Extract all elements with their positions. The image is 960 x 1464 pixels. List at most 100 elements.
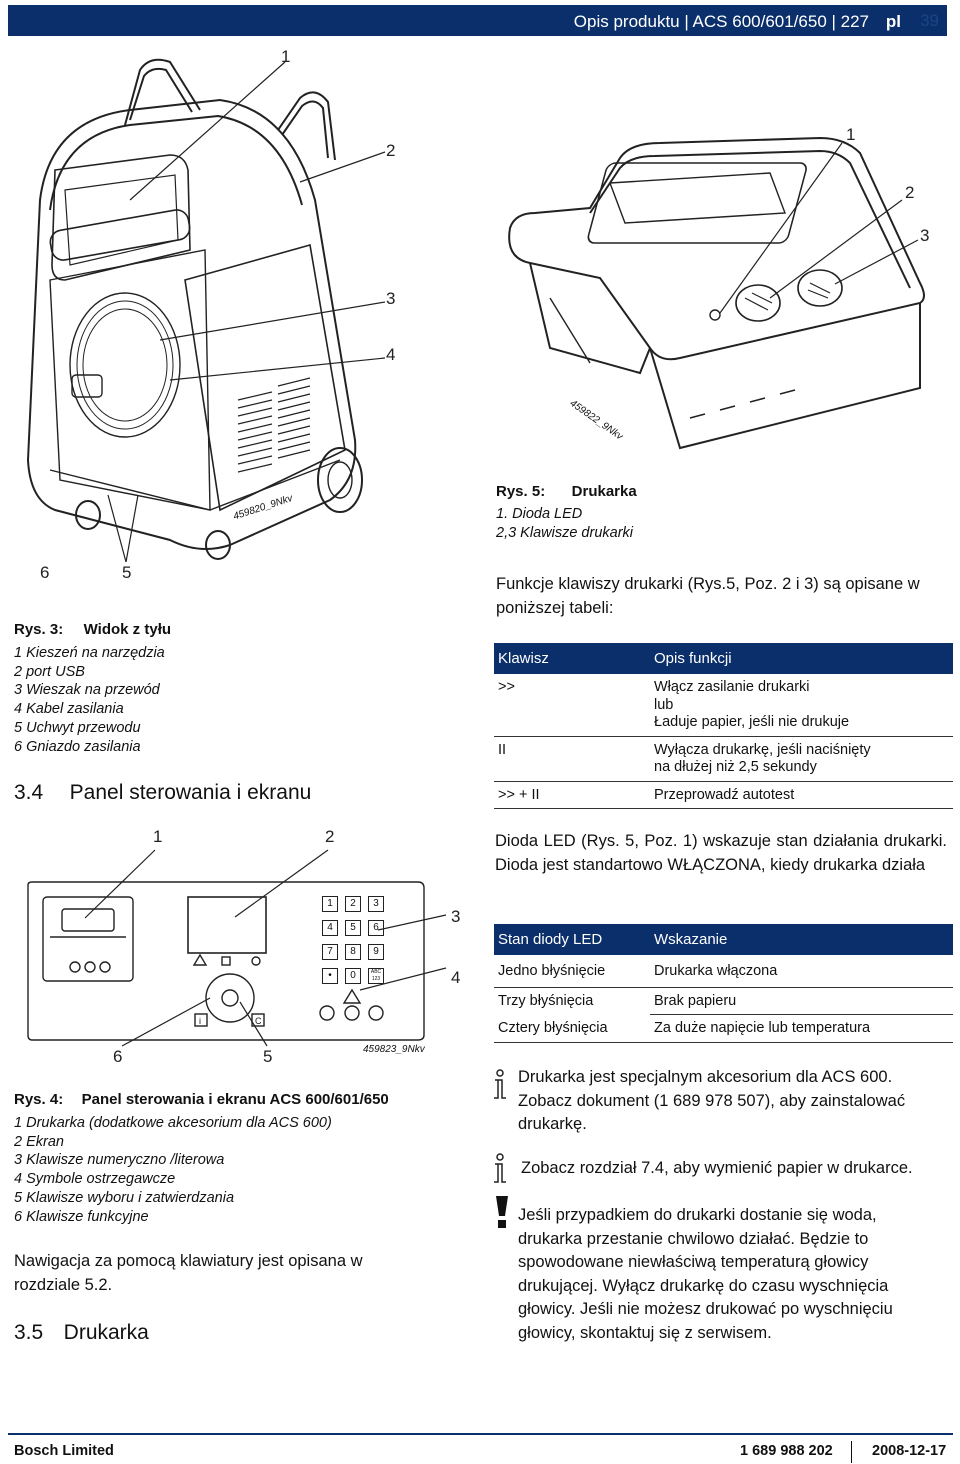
rear-view-illustration	[26, 58, 386, 563]
numeric-keypad: 1 2 3 4 5 6 7 8 9 • 0 ABC 123	[322, 896, 384, 984]
info-icon	[494, 1153, 506, 1183]
section-title: Panel sterowania i ekranu	[69, 781, 312, 804]
table-cell-meaning: Za duże napięcie lub temperatura	[650, 1014, 953, 1043]
footer-company: Bosch Limited	[14, 1443, 114, 1459]
fig5-callout-2: 2	[905, 183, 915, 202]
table-header: Klawisz	[494, 643, 650, 674]
key-4: 4	[322, 920, 338, 936]
table-header: Opis funkcji	[650, 643, 953, 674]
key-9: 9	[368, 944, 384, 960]
footer-date: 2008-12-17	[872, 1443, 947, 1459]
section-number: 3.4	[14, 781, 44, 804]
table-header: Stan diody LED	[494, 924, 650, 955]
table-cell-state: Trzy błyśnięcia	[498, 992, 594, 1009]
printer-illustration	[508, 136, 925, 450]
page-number: 39	[920, 11, 939, 30]
svg-text:i: i	[199, 1016, 201, 1026]
warning-exclamation-icon	[496, 1196, 508, 1228]
legend-item: 1. Dioda LED	[496, 506, 583, 522]
fig3-callout-4: 4	[386, 345, 396, 364]
legend-item: 2,3 Klawisze drukarki	[496, 524, 633, 541]
table-cell-state: Jedno błyśnięcie	[494, 955, 650, 988]
fig4-callout-2: 2	[325, 827, 335, 846]
section-3-4-heading: 3.4 Panel sterowania i ekranu	[14, 781, 311, 805]
header-title: Opis produktu | ACS 600/601/650 | 227	[573, 12, 869, 31]
fig3-callout-5: 5	[122, 563, 132, 582]
fig3-callout-2: 2	[386, 141, 396, 160]
section-number: 3.5	[14, 1321, 44, 1344]
led-status-table: Stan diody LED Wskazanie Jedno błyśnięci…	[494, 924, 953, 1043]
svg-text:C: C	[255, 1016, 262, 1026]
footer-separator	[851, 1441, 852, 1463]
header-language: pl	[885, 12, 901, 31]
table-cell-meaning: Drukarka włączona	[650, 955, 953, 988]
fig3-caption-label: Rys. 3:	[14, 621, 64, 638]
legend-item: 2 port USB	[14, 663, 85, 680]
fig3-callout-6: 6	[40, 563, 50, 582]
table-cell-meaning: Brak papieru	[650, 987, 953, 1015]
fig4-code: 459823_9Nkv	[363, 1044, 425, 1055]
fig4-legend: 1 Drukarka (dodatkowe akcesorium dla ACS…	[14, 1114, 332, 1226]
fig4-callout-1: 1	[153, 827, 163, 846]
fig4-caption: Rys. 4: Panel sterowania i ekranu ACS 60…	[14, 1091, 389, 1109]
footer-doc-number: 1 689 988 202	[740, 1443, 833, 1459]
fig5-callout-3: 3	[920, 226, 930, 245]
key-dot: •	[322, 968, 338, 984]
key-5: 5	[345, 920, 361, 936]
fig3-callout-1: 1	[281, 47, 291, 66]
footer-divider	[8, 1433, 953, 1435]
fig5-caption-label: Rys. 5:	[496, 483, 546, 500]
table-cell-desc: Włącz zasilanie drukarki lub Ładuje papi…	[650, 674, 953, 737]
table-cell-state: Cztery błyśnięcia	[494, 1014, 650, 1043]
legend-item: 5 Uchwyt przewodu	[14, 719, 141, 736]
table-cell-key: >> + II	[494, 781, 650, 809]
legend-item: 3 Wieszak na przewód	[14, 682, 160, 699]
fig3-caption-title: Widok z tyłu	[83, 621, 172, 638]
fig3-legend: 1 Kieszeń na narzędzia 2 port USB 3 Wies…	[14, 644, 165, 756]
legend-item: 4 Kabel zasilania	[14, 701, 124, 718]
table-row: Jedno błyśnięcie Drukarka włączona	[494, 955, 953, 988]
fig3-callout-3: 3	[386, 289, 396, 308]
fig4-callout-6: 6	[113, 1047, 123, 1066]
key-1: 1	[322, 896, 338, 912]
key-7: 7	[322, 944, 338, 960]
legend-item: 1 Kieszeń na narzędzia	[14, 645, 165, 661]
printer-intro-text: Funkcje klawiszy drukarki (Rys.5, Poz. 2…	[496, 575, 920, 617]
legend-item: 6 Klawisze funkcyjne	[14, 1208, 149, 1225]
legend-item: 1 Drukarka (dodatkowe akcesorium dla ACS…	[14, 1115, 332, 1131]
table-cell-desc: Wyłącza drukarkę, jeśli naciśnięty na dł…	[650, 736, 953, 782]
fig4-callout-5: 5	[263, 1047, 273, 1066]
fig5-caption-title: Drukarka	[571, 483, 637, 500]
fig4-callout-3: 3	[451, 907, 461, 926]
fig3-caption: Rys. 3: Widok z tyłu	[14, 621, 171, 639]
note-water-warning: Jeśli przypadkiem do drukarki dostanie s…	[518, 1206, 893, 1342]
key-6: 6	[368, 920, 384, 936]
table-row: >> Włącz zasilanie drukarki lub Ładuje p…	[494, 674, 953, 737]
legend-item: 2 Ekran	[14, 1133, 64, 1150]
table-row: >> + II Przeprowadź autotest	[494, 781, 953, 809]
legend-item: 3 Klawisze numeryczno /literowa	[14, 1152, 225, 1169]
key-0: 0	[345, 968, 361, 984]
fig5-caption: Rys. 5: Drukarka	[496, 483, 637, 501]
key-2: 2	[345, 896, 361, 912]
table-row: Trzy błyśnięcia Brak papieru	[494, 987, 953, 1015]
section-3-5-heading: 3.5 Drukarka	[14, 1321, 149, 1345]
note-printer-accessory: Drukarka jest specjalnym akcesorium dla …	[518, 1068, 906, 1133]
section-title: Drukarka	[63, 1321, 149, 1344]
legend-item: 6 Gniazdo zasilania	[14, 738, 141, 755]
key-3: 3	[368, 896, 384, 912]
fig5-legend: 1. Dioda LED 2,3 Klawisze drukarki	[496, 505, 633, 542]
key-8: 8	[345, 944, 361, 960]
table-row: Cztery błyśnięcia Za duże napięcie lub t…	[494, 1014, 953, 1043]
control-panel-illustration: i C	[27, 849, 447, 1047]
table-header: Wskazanie	[650, 924, 953, 955]
table-cell-desc: Przeprowadź autotest	[650, 781, 953, 809]
legend-item: 5 Klawisze wyboru i zatwierdzania	[14, 1189, 235, 1206]
fig5-callout-1: 1	[846, 125, 856, 144]
table-cell-key: >>	[494, 674, 650, 737]
note-paper-change: Zobacz rozdział 7.4, aby wymienić papier…	[521, 1159, 913, 1177]
info-icon	[494, 1069, 506, 1099]
led-description-text: Dioda LED (Rys. 5, Poz. 1) wskazuje stan…	[495, 832, 947, 874]
navigation-text: Nawigacja za pomocą klawiatury jest opis…	[14, 1252, 363, 1294]
table-row: II Wyłącza drukarkę, jeśli naciśnięty na…	[494, 736, 953, 782]
